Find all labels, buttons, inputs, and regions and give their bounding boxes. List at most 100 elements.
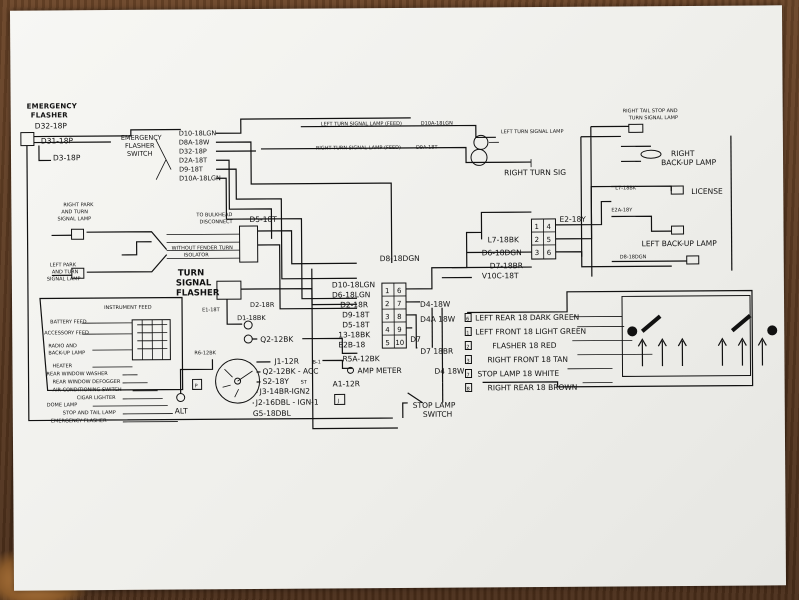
right-tail-1: RIGHT TAIL STOP AND: [623, 108, 678, 114]
bulkhead-wire: D5-18T: [249, 215, 277, 224]
c-right-wire-4: D4 18W: [434, 367, 465, 376]
right-park-2: AND TURN: [61, 209, 88, 215]
j3-wire: J3-14BR-IGN2: [259, 387, 311, 396]
legend-num-box: [464, 368, 473, 379]
legend-num-box: [464, 326, 472, 337]
pin-7: 7: [397, 300, 402, 308]
wire-path: [33, 128, 181, 138]
d7-label: D7: [410, 335, 421, 344]
turn-flasher-wire-d2: D2-18R: [250, 301, 275, 309]
left-turn-lamp: LEFT TURN SIGNAL LAMP: [501, 129, 564, 135]
wire-path: [555, 200, 612, 226]
legend-text-4: RIGHT FRONT 18 TAN: [487, 355, 568, 365]
wire-path: [179, 359, 214, 394]
j2-wire: J2-16DBL - IGN-1: [255, 398, 319, 407]
wire-path: [216, 177, 358, 300]
rear-pin-3: 3: [535, 249, 540, 257]
instrument-feed: INSTRUMENT FEED: [104, 305, 152, 311]
legend-num-box: [464, 312, 472, 323]
center-connector: D8-18DGN D10-18LGN D6-18LGN D2-18R D9-18…: [311, 231, 482, 430]
right-backup-2: BACK-UP LAMP: [661, 158, 717, 167]
left-backup-label: LEFT BACK-UP LAMP: [642, 239, 718, 249]
legend: 6 LEFT REAR 18 DARK GREEN 1 LEFT FRONT 1…: [464, 289, 778, 393]
switch-wire-1: D10-18LGN: [179, 129, 217, 137]
q2acc-wire: Q2-12BK - ACC: [262, 367, 318, 376]
left-turn-wire: D10A-18LGN: [421, 121, 453, 127]
legend-num-box: [464, 354, 472, 365]
switch-levers: [640, 314, 752, 333]
switch-arrows-left: [637, 337, 687, 367]
stop-lamp-1: STOP LAMP: [413, 401, 456, 410]
left-turn-feed: LEFT TURN SIGNAL LAMP (FEED): [321, 121, 402, 128]
pin-10: 10: [395, 339, 404, 347]
rear-wire-l7: L7-18BK: [488, 235, 520, 244]
rear-pin-6: 6: [547, 249, 552, 257]
left-tail-lamp-icon: [686, 255, 700, 265]
g5-wire: G5-18DBL: [253, 409, 292, 418]
pin-2: 2: [385, 300, 390, 308]
legend-num-box: [464, 340, 472, 351]
rear-wire-e2a: E2A-18Y: [611, 207, 633, 213]
instrument-panel: INSTRUMENT FEED BATTERY FEED ACCESSORY F…: [39, 296, 184, 424]
wire-path: [322, 359, 353, 369]
switch-contacts: [155, 139, 172, 180]
wire-path: [257, 244, 358, 310]
wire-path: [730, 135, 733, 271]
left-park-1: LEFT PARK: [50, 262, 77, 268]
wire-path: [611, 215, 672, 232]
bulkhead-title-1: TO BULKHEAD: [195, 212, 232, 218]
rear-pin-1: 1: [534, 223, 539, 231]
ignition-pivot: [234, 377, 242, 385]
wire-path: [555, 251, 672, 268]
turn-flasher-box: [216, 280, 242, 300]
turn-flasher-title-1: TURN: [178, 268, 204, 278]
pin-8: 8: [397, 313, 402, 321]
a1-wire: A1-12R: [333, 379, 360, 388]
wire-path: [406, 314, 418, 349]
right-park-3: SIGNAL LAMP: [57, 216, 91, 222]
r6-wire: R6-12BK: [194, 350, 216, 356]
radio-1: RADIO AND: [48, 343, 77, 349]
right-park-1: RIGHT PARK: [63, 202, 94, 208]
license-lamp-icon: [670, 185, 684, 195]
legend-text-3: FLASHER 18 RED: [492, 341, 556, 350]
ignition-contacts: [222, 368, 253, 398]
switch-wire-3: D32-18P: [179, 147, 207, 155]
switch-terminal: [627, 326, 638, 337]
alt-terminal: [176, 393, 186, 403]
stop-lamp-2: SWITCH: [423, 410, 452, 419]
c-right-wire-1: D4-18W: [420, 300, 451, 309]
rear-pin-5: 5: [547, 236, 552, 244]
air-cond: AIR CONDITIONING SWITCH: [53, 387, 122, 393]
wire-path: [226, 299, 243, 325]
rear-washer: REAR WINDOW WASHER: [47, 371, 109, 377]
heater: HEATER: [52, 363, 72, 369]
dome: DOME LAMP: [47, 402, 78, 408]
top-lamps: LEFT TURN SIGNAL LAMP (FEED) D10A-18LGN …: [260, 121, 566, 177]
legend-num-2: 1: [466, 331, 469, 337]
legend-num-6: 8: [467, 387, 470, 393]
switch-terminal: [767, 325, 778, 336]
switch-arrows-right: [717, 337, 767, 366]
legend-text-6: RIGHT REAR 18 BROWN: [488, 383, 578, 393]
wire-path: [121, 241, 152, 256]
right-turn-lamp-icon: [470, 148, 488, 166]
ground-terminal: [243, 320, 253, 330]
pin-1: 1: [385, 287, 390, 295]
left-park-lamp-icon: [71, 267, 85, 279]
wire-path: [441, 266, 532, 279]
c-left-wire-1: D10-18LGN: [332, 280, 375, 289]
wire-path: [215, 141, 393, 264]
wire-d31: D31-18P: [41, 136, 74, 145]
bulkhead: TO BULKHEAD DISCONNECT D5-18T WITHOUT FE…: [172, 212, 358, 310]
pin-4: 4: [385, 326, 390, 334]
lamp-leads: [488, 141, 532, 168]
pin-3: 3: [385, 313, 390, 321]
left-park-2: AND TURN: [52, 269, 79, 275]
amp-meter-terminal: [347, 366, 355, 374]
wire-path: [480, 211, 532, 240]
j-label: J: [337, 398, 340, 404]
bulkhead-title-2: DISCONNECT: [199, 219, 233, 225]
q2-terminal: [243, 334, 253, 344]
wire-path: [405, 231, 482, 290]
